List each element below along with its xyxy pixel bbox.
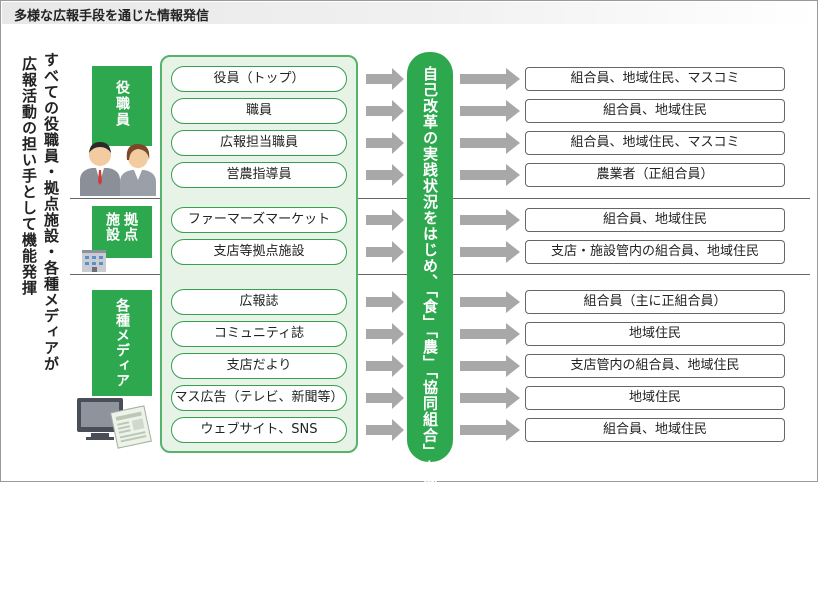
center-message-pill: 自己改革の実践状況をはじめ、「食」「農」「協同組合」を徹底して情報発信 — [407, 52, 453, 604]
audience-2: 組合員、地域住民 — [525, 99, 785, 123]
arrow-left-11 — [366, 419, 404, 441]
channel-branch-facilities: 支店等拠点施設 — [171, 239, 347, 265]
arrow-right-5 — [460, 209, 520, 231]
title-bar: 多様な広報手段を通じた情報発信 — [2, 2, 816, 24]
group-label-officials: 役職員 — [114, 80, 130, 128]
arrow-left-5 — [366, 209, 404, 231]
arrow-right-7 — [460, 291, 520, 313]
group-band-facilities: 拠点 施設 — [92, 206, 152, 258]
group-band-media: 各種メディア — [92, 290, 152, 396]
group-label-facilities-a: 拠点 — [122, 212, 138, 242]
arrow-left-4 — [366, 164, 404, 186]
arrow-left-3 — [366, 132, 404, 154]
arrow-right-10 — [460, 387, 520, 409]
group-band-officials: 役職員 — [92, 66, 152, 146]
audience-5: 組合員、地域住民 — [525, 208, 785, 232]
arrow-right-2 — [460, 100, 520, 122]
figure-title: 多様な広報手段を通じた情報発信 — [14, 9, 210, 24]
channel-website-sns: ウェブサイト、SNS — [171, 417, 347, 443]
audience-4: 農業者（正組合員） — [525, 163, 785, 187]
audience-11: 組合員、地域住民 — [525, 418, 785, 442]
center-message: 自己改革の実践状況をはじめ、「食」「農」「協同組合」を徹底して情報発信 — [421, 66, 439, 604]
arrow-right-1 — [460, 68, 520, 90]
people-icon — [80, 142, 156, 196]
arrow-left-1 — [366, 68, 404, 90]
arrow-left-10 — [366, 387, 404, 409]
arrow-left-9 — [366, 355, 404, 377]
arrow-left-7 — [366, 291, 404, 313]
audience-8: 地域住民 — [525, 322, 785, 346]
arrow-left-8 — [366, 323, 404, 345]
arrow-left-6 — [366, 241, 404, 263]
group-label-media: 各種メディア — [114, 298, 130, 388]
caption-line-2: 広報活動の担い手として機能発揮 — [20, 56, 38, 296]
channel-mass-advertising: マス広告（テレビ、新聞等） — [171, 385, 347, 411]
building-icon — [82, 250, 106, 272]
arrow-right-8 — [460, 323, 520, 345]
audience-7: 組合員（主に正組合員） — [525, 290, 785, 314]
arrow-right-4 — [460, 164, 520, 186]
channel-community-magazine: コミュニティ誌 — [171, 321, 347, 347]
audience-9: 支店管内の組合員、地域住民 — [525, 354, 785, 378]
channel-farm-advisors: 営農指導員 — [171, 162, 347, 188]
arrow-right-3 — [460, 132, 520, 154]
group-label-facilities-b: 施設 — [104, 212, 120, 242]
audience-1: 組合員、地域住民、マスコミ — [525, 67, 785, 91]
audience-6: 支店・施設管内の組合員、地域住民 — [525, 240, 785, 264]
arrow-right-6 — [460, 241, 520, 263]
arrow-right-9 — [460, 355, 520, 377]
tv-icon — [77, 398, 123, 440]
arrow-left-2 — [366, 100, 404, 122]
channel-branch-newsletter: 支店だより — [171, 353, 347, 379]
channel-executives: 役員（トップ） — [171, 66, 347, 92]
channel-farmers-market: ファーマーズマーケット — [171, 207, 347, 233]
channel-pr-magazine: 広報誌 — [171, 289, 347, 315]
arrow-right-11 — [460, 419, 520, 441]
audience-10: 地域住民 — [525, 386, 785, 410]
caption-line-1: すべての役職員・拠点施設・各種メディアが — [42, 52, 60, 372]
audience-3: 組合員、地域住民、マスコミ — [525, 131, 785, 155]
channel-staff: 職員 — [171, 98, 347, 124]
newspaper-icon — [110, 405, 152, 449]
channel-pr-staff: 広報担当職員 — [171, 130, 347, 156]
